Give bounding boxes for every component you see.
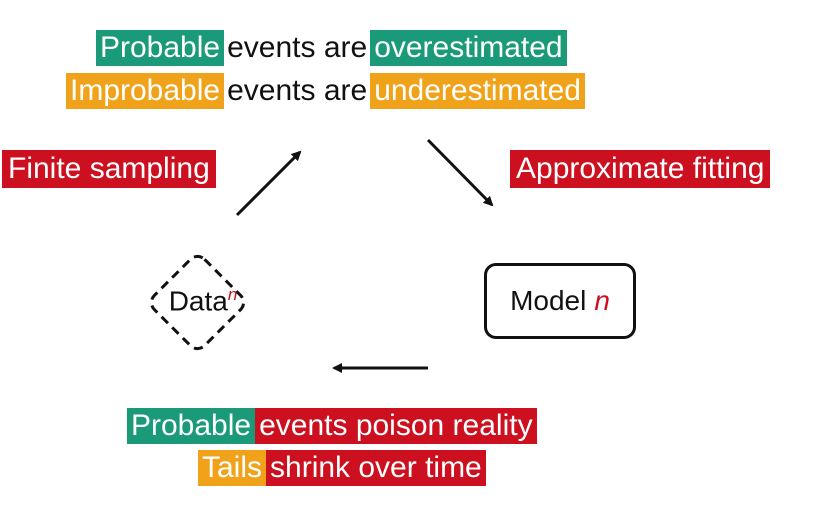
bottom-line-1-highlight-probable: Probable bbox=[127, 408, 256, 444]
bottom-line-2-highlight-tails: Tails bbox=[198, 450, 267, 486]
data-node-label: Datan bbox=[148, 285, 258, 317]
finite-sampling-label: Finite sampling bbox=[2, 150, 216, 188]
top-line-2-text: events are bbox=[227, 74, 368, 107]
model-label-text: Model bbox=[510, 285, 587, 316]
arrow-fitting bbox=[426, 138, 494, 207]
top-line-1-text: events are bbox=[227, 31, 368, 64]
data-label-text: Data bbox=[168, 285, 228, 317]
bottom-line-1-text: events poison reality bbox=[255, 408, 537, 444]
data-superscript: n bbox=[227, 285, 238, 304]
top-line-2-highlight-underestimated: underestimated bbox=[370, 73, 585, 109]
model-n-text: n bbox=[594, 285, 610, 316]
top-line-2-highlight-improbable: Improbable bbox=[66, 73, 225, 109]
arrow-sampling bbox=[235, 150, 302, 217]
top-line-1-highlight-overestimated: overestimated bbox=[370, 30, 567, 66]
approximate-fitting-label: Approximate fitting bbox=[510, 150, 771, 188]
data-node-shape bbox=[149, 254, 246, 351]
top-line-1-highlight-probable: Probable bbox=[96, 30, 225, 66]
bottom-line-2-text: shrink over time bbox=[266, 450, 486, 486]
